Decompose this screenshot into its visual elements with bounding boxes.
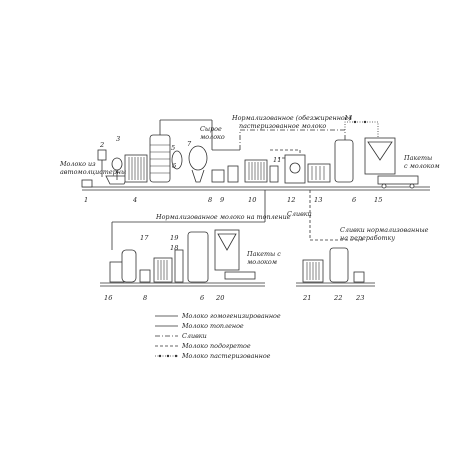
label-packets-bottom-1: Пакеты с (246, 250, 281, 258)
cooler-13 (307, 163, 331, 183)
num-12: 12 (287, 196, 295, 204)
num-17: 17 (140, 234, 149, 242)
baked-milk-line: Пакеты с молоком 16 17 8 18 19 6 20 (100, 229, 281, 302)
legend-item-1: Молоко топленое (181, 322, 244, 330)
label-norm-skim-2: пастеризованное молоко (239, 122, 326, 130)
num-18: 18 (170, 244, 178, 252)
main-process-line (81, 119, 430, 191)
tank-22 (329, 247, 349, 283)
num-7: 7 (187, 140, 192, 148)
conveyor-15 (377, 175, 419, 185)
label-to-baking: Нормализованное молоко на топление (155, 213, 291, 221)
pump-23 (353, 271, 365, 283)
label-raw-milk-2: молоко (200, 133, 225, 141)
num-20: 20 (215, 294, 224, 302)
label-cream: Сливки (287, 210, 312, 218)
label-packets-top-1: Пакеты (403, 154, 432, 162)
label-milk-tanker-1: Молоко из (59, 160, 96, 168)
num-19: 19 (170, 234, 178, 242)
top-labels: Молоко из автомолцистерны Сырое молоко Н… (59, 114, 440, 176)
pump-8 (211, 169, 225, 183)
num-8: 8 (208, 196, 212, 204)
packaging-machine-14 (364, 137, 396, 175)
tank-6-pasteurized (334, 139, 354, 183)
homogenizer-9 (227, 165, 239, 183)
label-norm-skim-1: Нормализованное (обезжиренное) (231, 114, 352, 122)
num-8b: 8 (143, 294, 147, 302)
num-5: 5 (171, 144, 175, 152)
filter-2 (97, 149, 107, 161)
legend: Молоко гомогенизированное Молоко топлено… (155, 312, 281, 360)
label-raw-milk-1: Сырое (200, 125, 222, 133)
label-cream-proc-2: на переработку (340, 234, 395, 242)
num-23: 23 (355, 294, 364, 302)
legend-item-2: Сливки (182, 332, 207, 340)
tank-6c (187, 231, 209, 283)
inlet-nozzle (81, 179, 93, 188)
num-14: 14 (344, 114, 352, 122)
num-22: 22 (333, 294, 342, 302)
num-6: 6 (172, 162, 176, 170)
pump-8b (139, 269, 151, 283)
conveyor-20 (224, 271, 256, 280)
vessel-6 (171, 150, 183, 170)
num-15: 15 (374, 196, 382, 204)
label-packets-top-2: с молоком (404, 162, 440, 170)
num-21: 21 (302, 294, 311, 302)
plate-exchanger-4 (124, 154, 148, 183)
pasteurizer-10 (244, 159, 268, 183)
connector-lines: Нормализованное молоко на топление Сливк… (111, 190, 365, 250)
unit-19 (174, 249, 184, 283)
tank-5 (149, 134, 171, 183)
legend-item-4: Молоко пастеризованное (181, 352, 271, 360)
num-13: 13 (314, 196, 322, 204)
top-numbers: 2 3 5 6 7 1 4 8 9 10 11 12 13 14 6 15 (84, 114, 382, 204)
num-16: 16 (104, 294, 112, 302)
label-packets-bottom-2: молоком (247, 258, 277, 266)
num-3: 3 (116, 135, 120, 143)
num-10: 10 (248, 196, 256, 204)
packer-20 (214, 229, 240, 271)
num-1: 1 (84, 196, 88, 204)
cream-line: Сливки нормализованные на переработку 21… (296, 226, 429, 302)
tank-17 (121, 249, 137, 283)
num-2: 2 (99, 141, 104, 149)
legend-item-3: Молоко подогретое (181, 342, 251, 350)
legend-item-0: Молоко гомогенизированное (181, 312, 281, 320)
num-11: 11 (273, 156, 281, 164)
num-6b: 6 (352, 196, 356, 204)
num-9: 9 (220, 196, 224, 204)
label-cream-proc-1: Сливки нормализованные (340, 226, 429, 234)
label-milk-tanker-2: автомолцистерны (60, 168, 126, 176)
num-4: 4 (132, 196, 137, 204)
raw-milk-tank-7 (188, 145, 208, 171)
separator-11 (269, 165, 279, 183)
exchanger-18 (153, 257, 173, 283)
num-6c: 6 (200, 294, 204, 302)
